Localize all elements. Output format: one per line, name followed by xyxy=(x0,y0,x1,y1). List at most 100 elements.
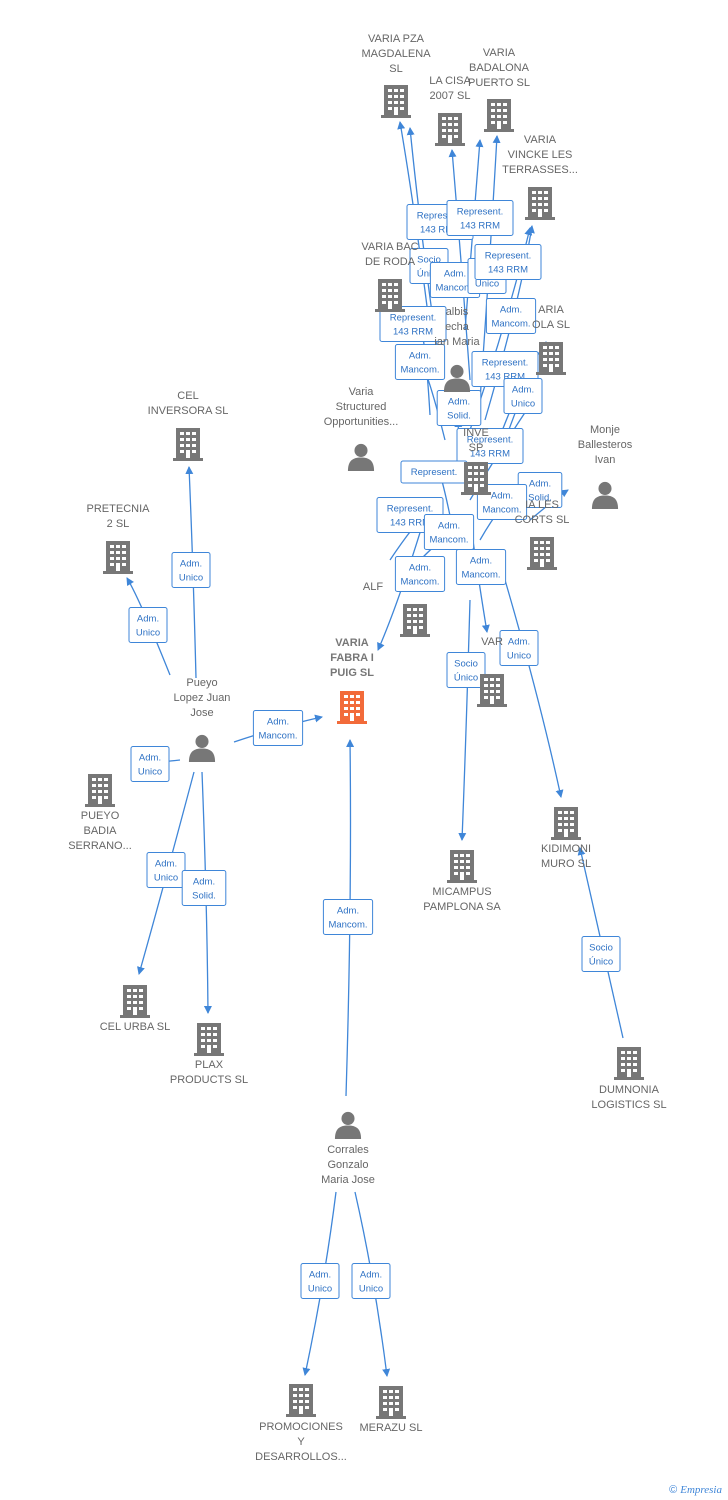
node-label: Ivan xyxy=(595,454,616,466)
edge-label[interactable]: Adm.Unico xyxy=(499,630,539,666)
person-node[interactable]: VariaStructuredOpportunities... xyxy=(324,386,399,471)
edge-label-text: Represent. xyxy=(390,313,436,324)
company-node[interactable]: PROMOCIONESYDESARROLLOS... xyxy=(255,1384,347,1463)
edge-label-text: Represent. xyxy=(387,504,433,515)
edge-label-text: Adm. xyxy=(137,614,159,625)
node-label: ARIA xyxy=(538,304,564,316)
company-node[interactable]: ALF xyxy=(363,581,430,637)
person-icon xyxy=(347,443,375,471)
edge-label[interactable]: Adm.Mancom. xyxy=(394,344,446,380)
edge-label[interactable]: Adm.Mancom. xyxy=(252,710,304,746)
node-label: VARIA xyxy=(335,637,368,649)
company-node[interactable]: CEL URBA SL xyxy=(100,985,171,1033)
edge-label-text: 143 RRM xyxy=(488,265,528,276)
edge-label-text: Mancom. xyxy=(491,319,530,330)
edge-label-box xyxy=(322,899,374,935)
edge-label-box xyxy=(379,306,447,342)
node-label: SP xyxy=(469,442,484,454)
node-label: MERAZU SL xyxy=(360,1422,423,1434)
edge-label[interactable]: Adm.Mancom. xyxy=(429,262,481,298)
company-node[interactable]: MERAZU SL xyxy=(360,1386,423,1434)
edge-label[interactable]: Represent. xyxy=(400,460,468,484)
person-icon xyxy=(591,481,619,509)
edge-label-box xyxy=(503,378,543,414)
company-node[interactable]: VAR xyxy=(477,636,507,707)
company-node[interactable]: PUEYOBADIASERRANO... xyxy=(68,774,132,852)
edge-label[interactable]: Adm.Unico xyxy=(128,607,168,643)
edge-label-text: Adm. xyxy=(309,1270,331,1281)
edge-label-text: Represent. xyxy=(485,251,531,262)
edge-label-text: Adm. xyxy=(180,559,202,570)
edge-label[interactable]: Adm.Mancom. xyxy=(485,298,537,334)
building-icon xyxy=(337,691,367,724)
edge-label-text: 143 RRM xyxy=(393,327,433,338)
node-label: VARIA PZA xyxy=(368,33,425,45)
edge-label[interactable]: Adm.Mancom. xyxy=(394,556,446,592)
building-icon xyxy=(286,1384,316,1417)
edge-label[interactable]: Represent.143 RRM xyxy=(456,428,524,464)
edge-label-text: Adm. xyxy=(155,859,177,870)
edge-label[interactable]: Represent. 143 RRM xyxy=(474,244,542,280)
edge-label[interactable]: Adm.Solid. xyxy=(181,870,227,906)
edge-label[interactable]: Adm.Solid. xyxy=(436,390,482,426)
copyright-symbol: © xyxy=(669,1484,678,1496)
edge-line xyxy=(458,599,471,841)
edge-label-text: Represent. xyxy=(457,207,503,218)
node-label: SL xyxy=(389,63,402,75)
node-label: echa xyxy=(445,321,470,333)
node-label: DE RODA xyxy=(365,256,416,268)
edge-label[interactable]: Represent.143 RRM xyxy=(446,200,514,236)
node-label: PUERTO SL xyxy=(468,77,530,89)
edge-label-text: Adm. xyxy=(409,563,431,574)
edge-label-text: Adm. xyxy=(444,269,466,280)
edge-label[interactable]: Adm.Mancom. xyxy=(322,899,374,935)
edge-label[interactable]: Represent. 143 RRM xyxy=(379,306,447,342)
node-label: KIDIMONI xyxy=(541,843,591,855)
edge-label-box xyxy=(394,344,446,380)
edge-label-text: Mancom. xyxy=(461,570,500,581)
brand-name: Empresia xyxy=(680,1484,722,1496)
node-label: PLAX xyxy=(195,1059,224,1071)
edge-label[interactable]: Adm.Unico xyxy=(351,1263,391,1299)
edge-label-text: 143 RRM xyxy=(470,449,510,460)
edge-label-text: Único xyxy=(454,673,478,684)
edge-label-text: Mancom. xyxy=(400,365,439,376)
node-label: Pueyo xyxy=(186,677,217,689)
edge-label[interactable]: Adm.Unico xyxy=(130,746,170,782)
building-icon xyxy=(447,850,477,883)
edge-label[interactable]: Adm.Unico xyxy=(503,378,543,414)
edge-label[interactable]: Adm.Unico xyxy=(171,552,211,588)
edge-label-text: Unico xyxy=(308,1284,332,1295)
edge-label[interactable]: Adm.Mancom. xyxy=(455,549,507,585)
edge-label-text: Mancom. xyxy=(429,535,468,546)
edge-label[interactable]: Adm. Unico xyxy=(300,1263,340,1299)
edge-label-box xyxy=(351,1263,391,1299)
building-icon xyxy=(551,807,581,840)
edge-label[interactable]: Adm.Unico xyxy=(146,852,186,888)
edge-label[interactable]: Adm.Mancom. xyxy=(423,514,475,550)
edge-label-box xyxy=(456,428,524,464)
edge-label-box xyxy=(423,514,475,550)
